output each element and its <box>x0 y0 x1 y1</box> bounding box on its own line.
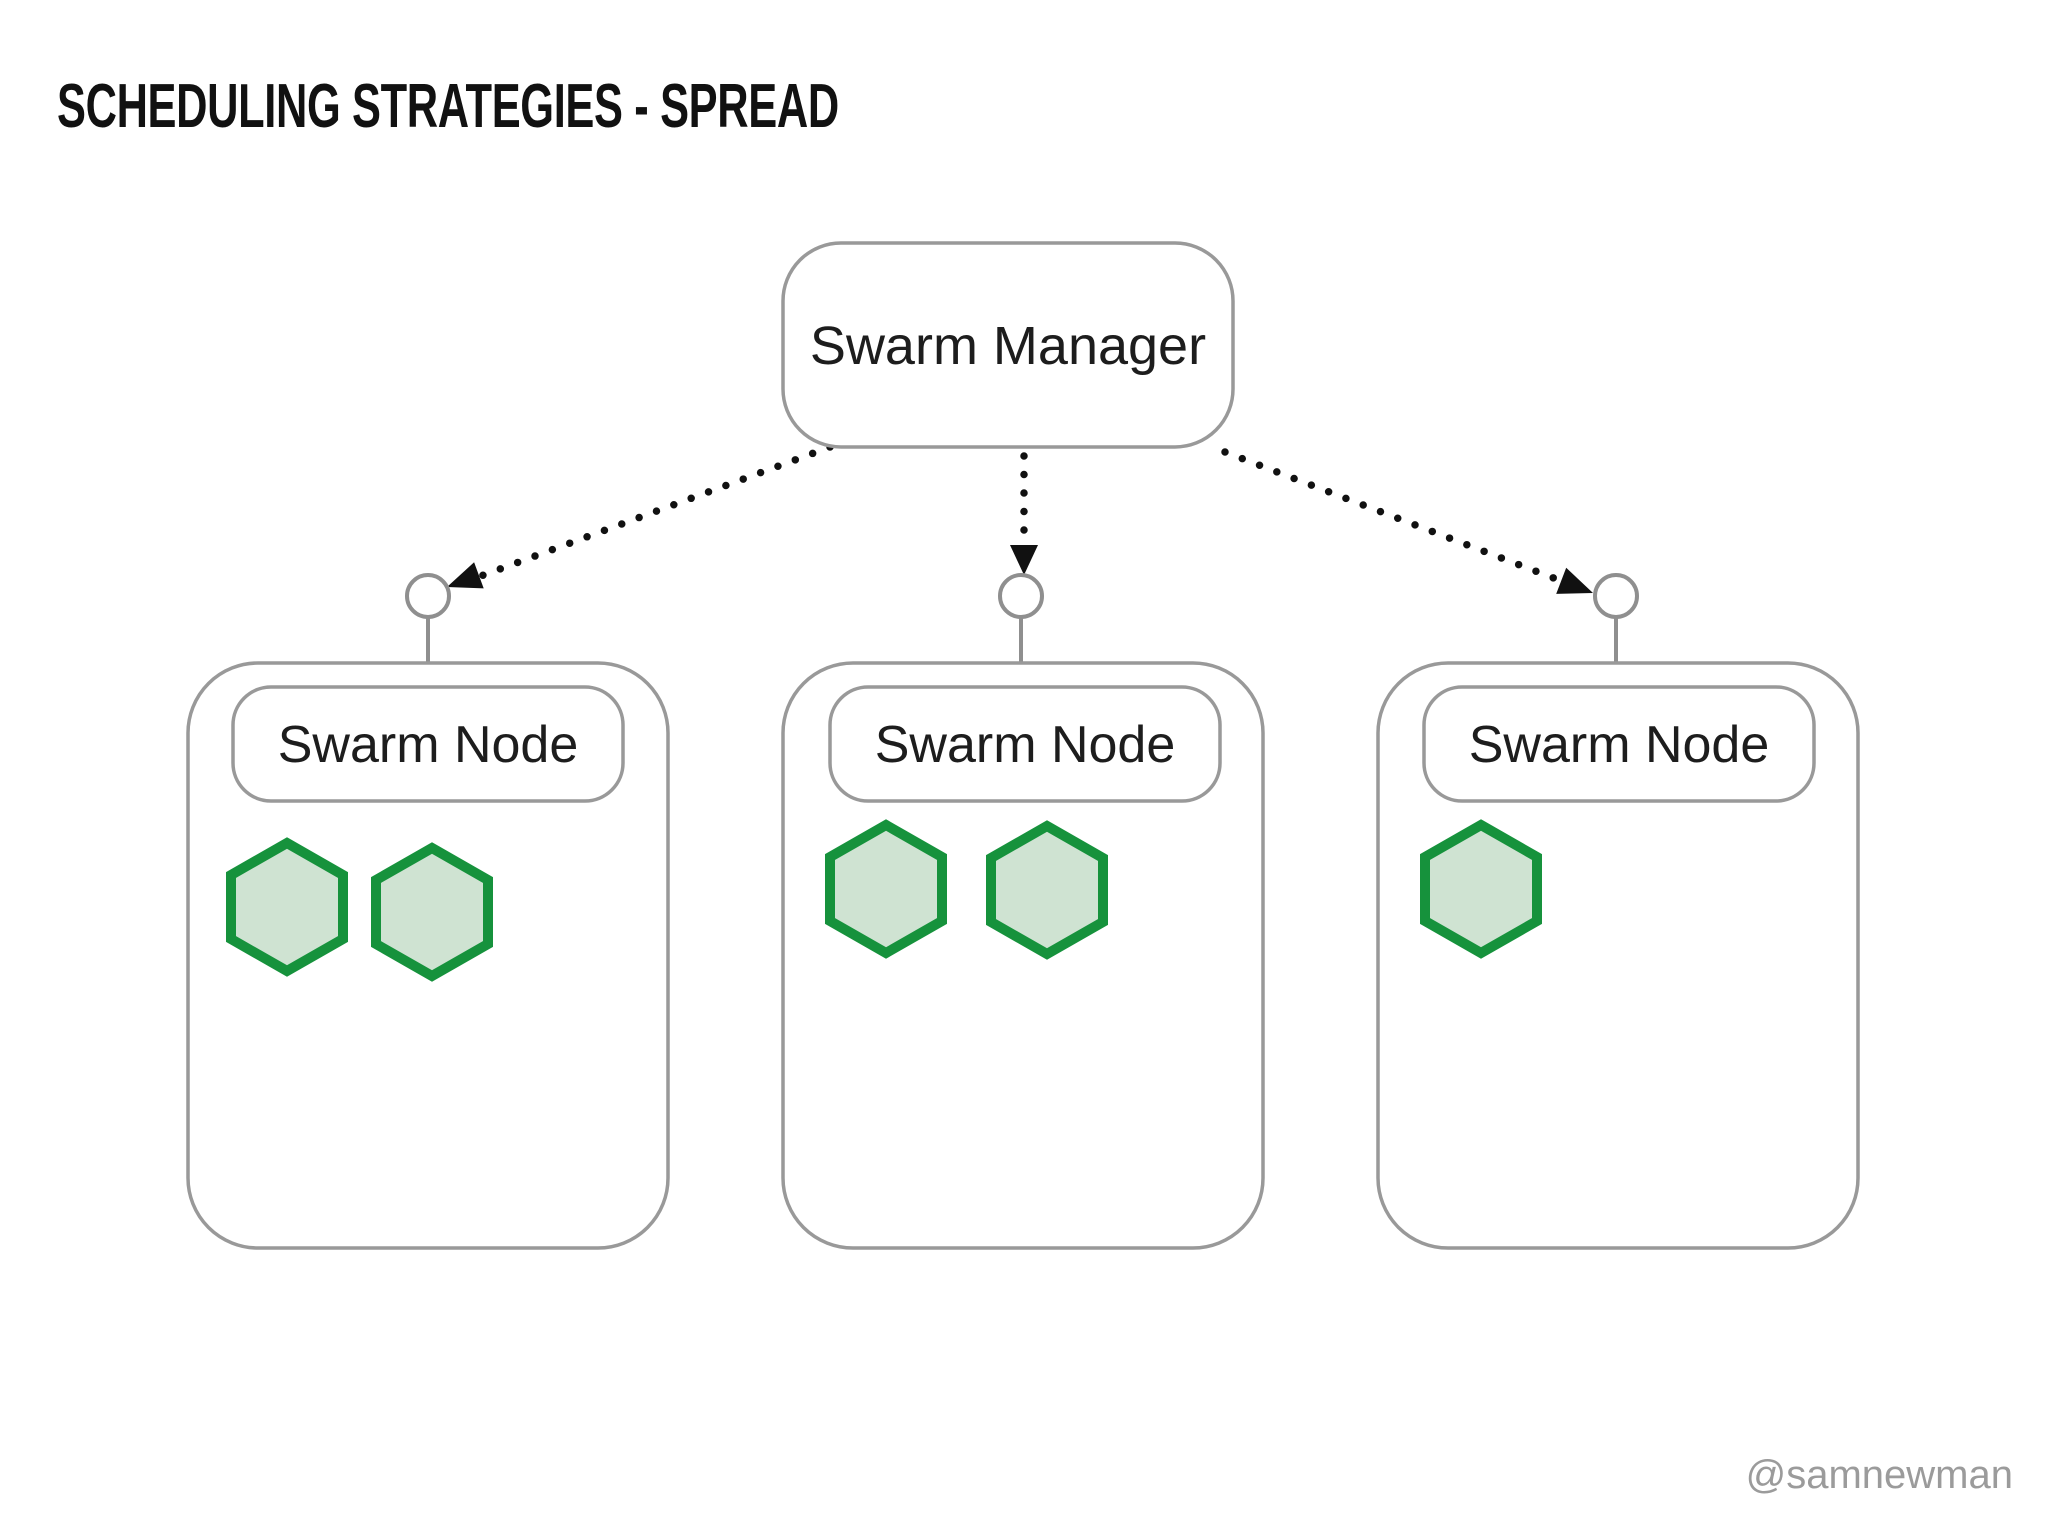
swarm-node-1: Swarm Node <box>186 573 670 1250</box>
container-hexagon-icon <box>825 819 947 959</box>
swarm-manager: Swarm Manager <box>781 241 1235 449</box>
container-hexagon-icon <box>226 837 348 977</box>
arrowhead-middle-icon <box>1010 545 1038 575</box>
node-3-label-box <box>1422 685 1816 803</box>
page-title: SCHEDULING STRATEGIES - SPREAD <box>57 73 839 141</box>
swarm-node-2: Swarm Node <box>781 573 1265 1250</box>
connector-arrow-right <box>1221 448 1565 585</box>
node-1-label: Swarm Node <box>278 716 579 774</box>
page-title-group: SCHEDULING STRATEGIES - SPREAD <box>57 73 839 141</box>
node-3-box <box>1376 661 1860 1250</box>
node-2-port-icon <box>998 573 1044 619</box>
container-hexagon-icon <box>371 842 493 982</box>
watermark: @samnewman <box>1746 1453 2013 1497</box>
node-1-label-box <box>231 685 625 803</box>
node-1-port-icon <box>405 573 451 619</box>
node-2-containers <box>825 819 1108 960</box>
arrowhead-right-icon <box>1556 567 1593 594</box>
scheduling-arrows <box>447 443 1593 594</box>
arrowhead-left-icon <box>447 562 484 589</box>
container-hexagon-icon <box>986 820 1108 960</box>
node-2-label-box <box>828 685 1222 803</box>
connector-arrow-left <box>477 443 834 580</box>
node-3-port-icon <box>1593 573 1639 619</box>
node-1-containers <box>226 837 493 982</box>
container-hexagon-icon <box>1420 819 1542 959</box>
node-2-box <box>781 661 1265 1250</box>
node-3-containers <box>1420 819 1542 959</box>
swarm-manager-box <box>781 241 1235 449</box>
node-3-label: Swarm Node <box>1469 716 1770 774</box>
node-2-label: Swarm Node <box>875 716 1176 774</box>
swarm-manager-label: Swarm Manager <box>810 316 1206 376</box>
swarm-node-3: Swarm Node <box>1376 573 1860 1250</box>
